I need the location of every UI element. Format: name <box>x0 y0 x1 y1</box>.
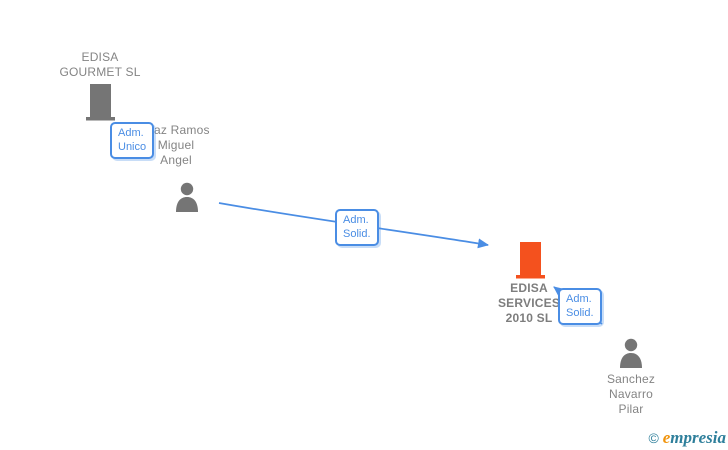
person-label-line: Navarro <box>608 387 654 401</box>
badge-line: Adm. <box>566 293 592 305</box>
company-label-line: EDISA <box>510 281 548 295</box>
company-label-line: GOURMET SL <box>59 65 141 79</box>
logo-brand-rest: mpresia <box>670 428 726 447</box>
person-label-line: Miguel <box>157 138 195 152</box>
person-icon-diaz-ramos[interactable] <box>172 182 202 212</box>
relationship-badge-adm-solid-1[interactable]: Adm. Solid. <box>335 209 379 246</box>
person-icon-sanchez-navarro[interactable] <box>616 338 646 368</box>
badge-line: Solid. <box>566 307 594 319</box>
relationship-badge-adm-solid-2[interactable]: Adm. Solid. <box>558 288 602 325</box>
building-icon-edisa-gourmet[interactable] <box>82 84 118 121</box>
logo-brand-initial: e <box>662 428 671 447</box>
badge-line: Unico <box>118 141 147 153</box>
company-label-line: EDISA <box>81 50 119 64</box>
building-icon-edisa-services[interactable] <box>512 242 548 279</box>
person-label-sanchez-navarro[interactable]: Sanchez Navarro Pilar <box>571 372 691 417</box>
empresia-logo[interactable]: © empresia <box>649 428 727 448</box>
company-label-edisa-services[interactable]: EDISA SERVICES 2010 SL <box>469 281 589 326</box>
copyright-icon: © <box>648 430 659 446</box>
person-label-line: Sanchez <box>606 372 656 386</box>
badge-line: Solid. <box>343 228 371 240</box>
person-label-line: Angel <box>160 153 192 167</box>
badge-line: Adm. <box>118 127 144 139</box>
person-label-line: Diaz Ramos <box>142 123 210 137</box>
person-label-line: Pilar <box>618 402 644 416</box>
company-label-edisa-gourmet[interactable]: EDISA GOURMET SL <box>40 50 160 80</box>
relationship-badge-adm-unico[interactable]: Adm. Unico <box>110 122 155 159</box>
badge-line: Adm. <box>343 214 369 226</box>
company-label-line: SERVICES <box>497 296 561 310</box>
person-label-diaz-ramos[interactable]: Diaz Ramos Miguel Angel <box>116 123 236 168</box>
company-label-line: 2010 SL <box>505 311 553 325</box>
